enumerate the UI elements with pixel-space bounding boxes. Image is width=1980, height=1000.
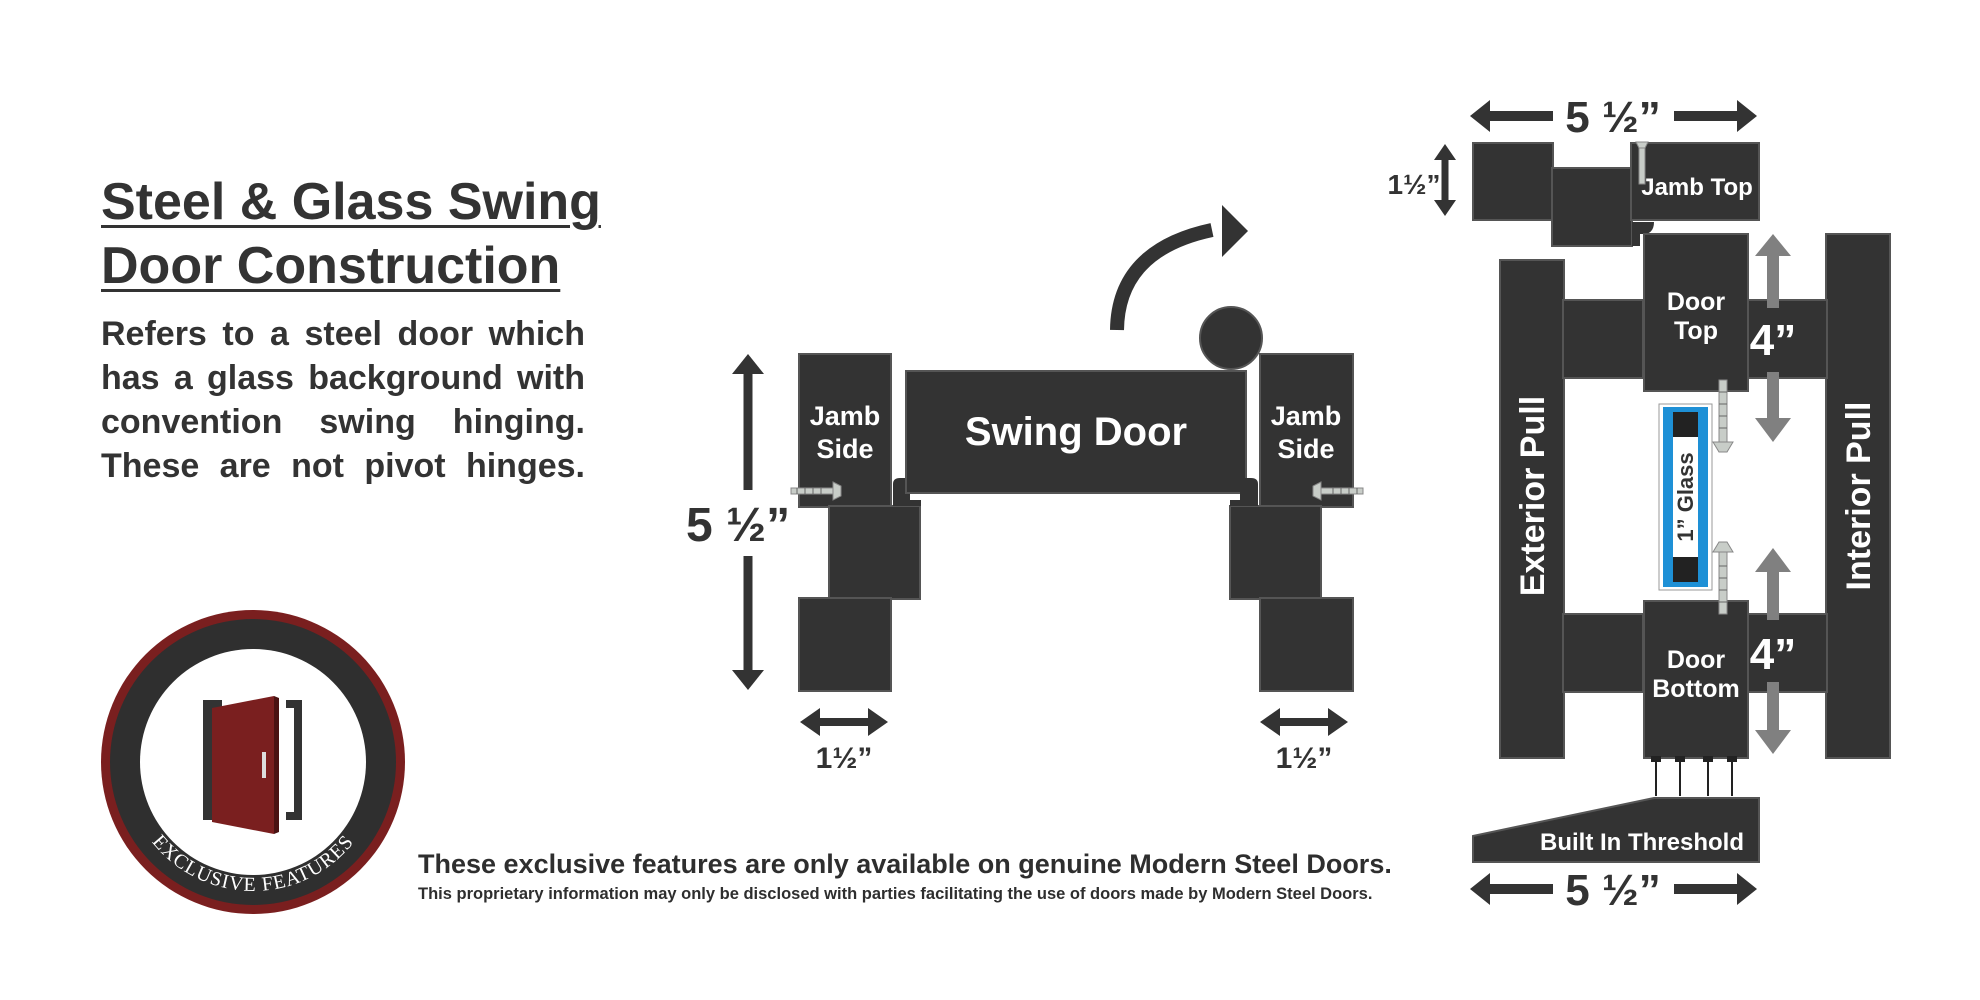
footer-main-text: These exclusive features are only availa… — [418, 849, 1392, 879]
door-top-rail — [1643, 233, 1749, 392]
swing-door-label: Swing Door — [965, 410, 1187, 454]
jamb-top-right-block — [1630, 142, 1760, 221]
description-line-2: has a glass background with — [101, 359, 585, 397]
lower-left-standoff — [1562, 613, 1644, 693]
hinge-knuckle — [1199, 306, 1263, 370]
jamb-top-middle-block — [1551, 167, 1633, 247]
door-top-label-line-1: Door — [1667, 288, 1726, 316]
left-jamb-label-line-2: Side — [816, 434, 873, 464]
door-bottom-rail — [1643, 600, 1749, 759]
section-view: 5 ½” 1½” Jamb Top Door Top Door — [1388, 93, 1891, 915]
glass-top-gasket — [1673, 412, 1698, 437]
left-jamb-base — [798, 597, 892, 692]
upper-pull-dimension-label: 4” — [1750, 316, 1796, 365]
right-jamb-stop — [1229, 505, 1322, 600]
title-line-2: Door Construction — [101, 237, 561, 295]
threshold-label: Built In Threshold — [1540, 829, 1744, 856]
description-line-4: These are not pivot hinges. — [101, 447, 585, 485]
lower-right-standoff — [1747, 613, 1828, 693]
right-jamb — [1259, 353, 1354, 508]
lower-pull-dimension-arrow-icon — [1755, 548, 1791, 754]
left-jamb — [798, 353, 892, 508]
description: Refers to a steel door which has a glass… — [101, 312, 585, 488]
door-bottom-label-line-2: Bottom — [1652, 675, 1739, 703]
top-width-arrow-icon — [1470, 100, 1757, 132]
swing-arrow-head-icon — [1222, 205, 1248, 257]
depth-dimension-arrow-icon — [732, 354, 764, 690]
right-jamb-label-line-1: Jamb — [1271, 401, 1342, 431]
interior-pull-label: Interior Pull — [1840, 402, 1878, 591]
lower-pull-dimension-label: 4” — [1750, 630, 1796, 679]
threshold-fasteners-icon — [1651, 756, 1737, 796]
right-screw-icon — [1312, 481, 1364, 501]
lower-rail-screw-icon — [1712, 541, 1734, 615]
description-line-3: convention swing hinging. — [101, 403, 585, 441]
exterior-pull-label: Exterior Pull — [1514, 396, 1552, 596]
swing-door — [905, 370, 1247, 494]
right-width-label: 1½” — [1276, 742, 1333, 775]
jamb-top-left-block — [1472, 142, 1554, 221]
plan-view: Jamb Side Swing Door Jamb Side 5 ½” 1½” … — [686, 205, 1364, 775]
built-in-threshold — [1472, 797, 1760, 863]
door-bottom-label-line-1: Door — [1667, 646, 1726, 674]
interior-pull — [1825, 233, 1891, 759]
top-width-label: 5 ½” — [1565, 93, 1660, 142]
right-jamb-label-line-2: Side — [1277, 434, 1334, 464]
door-top-label-line-2: Top — [1674, 317, 1718, 345]
right-width-arrow-icon — [1260, 708, 1348, 736]
left-width-label: 1½” — [816, 742, 873, 775]
right-jamb-base — [1259, 597, 1354, 692]
left-jamb-label-line-1: Jamb — [810, 401, 881, 431]
jamb-top-height-label: 1½” — [1388, 169, 1441, 200]
glass-label: 1” Glass — [1673, 452, 1698, 541]
left-width-arrow-icon — [800, 708, 888, 736]
title-line-1: Steel & Glass Swing — [101, 173, 601, 231]
jamb-top-screw-icon — [1635, 141, 1649, 185]
footer-sub-text: This proprietary information may only be… — [418, 885, 1373, 903]
left-screw-icon — [790, 481, 842, 501]
depth-dimension-label: 5 ½” — [686, 499, 790, 552]
page-title: Steel & Glass Swing Door Construction — [101, 170, 661, 298]
door-icon — [203, 696, 302, 834]
bottom-width-label: 5 ½” — [1565, 866, 1660, 915]
glass-bottom-gasket — [1673, 557, 1698, 582]
authentic-badge: AUTHENTIC EXCLUSIVE FEATURES — [0, 0, 405, 914]
badge-top-text: AUTHENTIC — [0, 0, 222, 8]
upper-left-standoff — [1562, 299, 1644, 379]
swing-arrow-icon — [1110, 223, 1214, 331]
exterior-pull — [1499, 259, 1565, 759]
jamb-top-label: Jamb Top — [1641, 174, 1753, 201]
jamb-top-height-arrow-icon — [1434, 144, 1456, 216]
glass-label-background — [1673, 412, 1698, 582]
upper-rail-screw-icon — [1712, 379, 1734, 453]
description-line-1: Refers to a steel door which — [101, 315, 585, 353]
upper-pull-dimension-arrow-icon — [1755, 234, 1791, 442]
left-jamb-stop — [828, 505, 921, 600]
bottom-width-arrow-icon — [1470, 873, 1757, 905]
right-seal — [1230, 478, 1258, 506]
